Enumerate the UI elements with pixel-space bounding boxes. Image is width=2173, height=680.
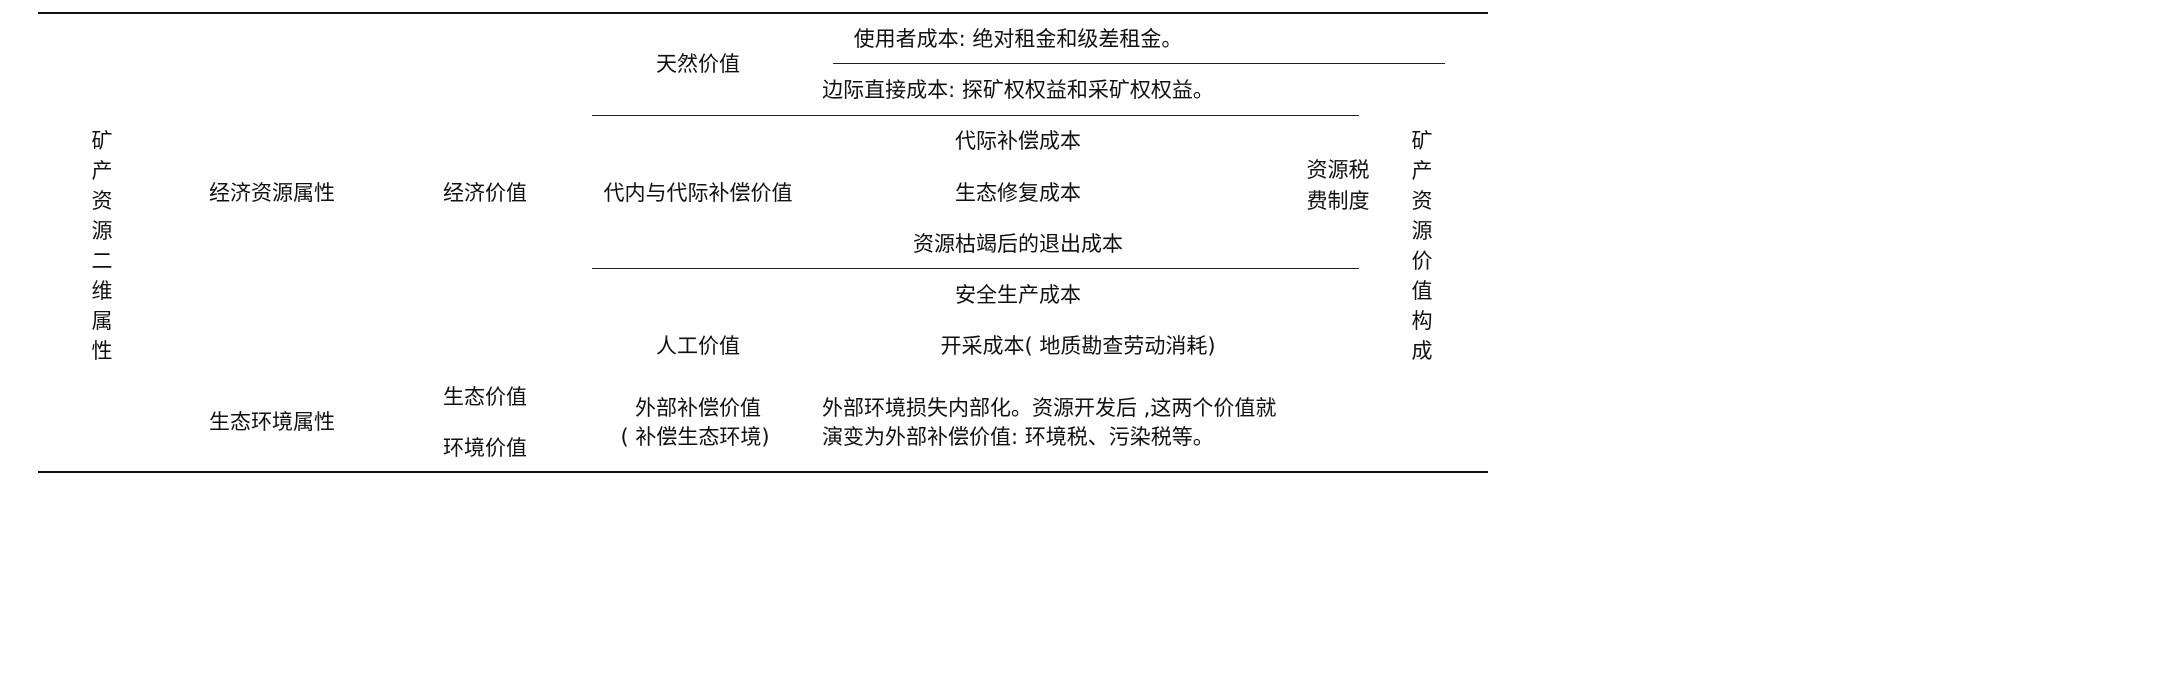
mining-cost-cell: 开采成本( 地质勘查劳动消耗) [940, 334, 1216, 358]
left-vertical-label-char-2: 资 [91, 189, 113, 213]
marginal-cost-cell: 边际直接成本: 探矿权权益和采矿权权益。 [822, 78, 1214, 102]
left-vertical-label-char-4: 二 [91, 249, 113, 273]
eco-restoration-cost-cell: 生态修复成本 [955, 181, 1081, 205]
left-vertical-label-char-5: 维 [91, 279, 113, 303]
right-vertical-label-char-7: 成 [1411, 339, 1433, 363]
left-vertical-label-char-3: 源 [91, 219, 113, 243]
right-vertical-label-char-4: 价 [1411, 249, 1433, 273]
rule-under-natural-value [592, 115, 1359, 116]
left-vertical-label-char-7: 性 [91, 339, 113, 363]
economic-attribute-cell: 经济资源属性 [209, 181, 335, 205]
left-vertical-label-char-0: 矿 [91, 129, 113, 153]
left-vertical-label-char-6: 属 [91, 309, 113, 333]
right-vertical-label-char-3: 源 [1411, 219, 1433, 243]
rule-under-exit-cost [592, 268, 1359, 269]
environmental-value-cell: 环境价值 [443, 436, 527, 460]
external-value-line1: 外部补偿价值 [635, 396, 761, 420]
rule-under-user-cost [833, 63, 1445, 64]
right-vertical-label-char-6: 构 [1411, 309, 1433, 333]
ecological-attribute-cell: 生态环境属性 [209, 410, 335, 434]
exit-cost-cell: 资源枯竭后的退出成本 [913, 232, 1123, 256]
intergenerational-cost-cell: 代际补偿成本 [955, 129, 1081, 153]
economic-value-cell: 经济价值 [443, 181, 527, 205]
user-cost-cell: 使用者成本: 绝对租金和级差租金。 [853, 27, 1183, 51]
external-value-line2: ( 补偿生态环境) [620, 425, 770, 449]
tax-system-line2: 费制度 [1306, 189, 1370, 213]
external-desc-line1: 外部环境损失内部化。资源开发后 ,这两个价值就 [822, 396, 1277, 420]
table-top-rule [38, 12, 1488, 14]
table-bottom-rule [38, 471, 1488, 473]
right-vertical-label: 矿产资源价值构成 [1410, 126, 1434, 366]
artificial-value-cell: 人工价值 [656, 334, 740, 358]
safety-cost-cell: 安全生产成本 [955, 283, 1081, 307]
external-desc-line2: 演变为外部补偿价值: 环境税、污染税等。 [822, 425, 1214, 449]
left-vertical-label-char-1: 产 [91, 159, 113, 183]
right-vertical-label-char-2: 资 [1411, 189, 1433, 213]
right-vertical-label-char-0: 矿 [1411, 129, 1433, 153]
compensation-value-cell: 代内与代际补偿价值 [603, 181, 793, 205]
natural-value-cell: 天然价值 [656, 52, 740, 76]
right-vertical-label-char-5: 值 [1411, 279, 1433, 303]
ecological-value-cell: 生态价值 [443, 385, 527, 409]
tax-system-line1: 资源税 [1306, 158, 1370, 182]
right-vertical-label-char-1: 产 [1411, 159, 1433, 183]
left-vertical-label: 矿产资源二维属性 [90, 126, 114, 366]
